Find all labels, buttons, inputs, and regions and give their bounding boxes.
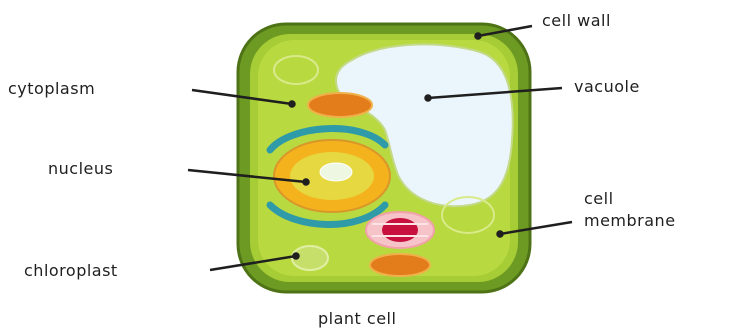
pointer-dot bbox=[476, 34, 481, 39]
pointer-dot bbox=[290, 102, 295, 107]
label-cell-membrane-line2: membrane bbox=[584, 212, 676, 230]
nucleolus bbox=[320, 163, 352, 181]
pointer-dot bbox=[294, 254, 299, 259]
pointer-dot bbox=[304, 180, 309, 185]
label-cell-membrane-line1: cell bbox=[584, 190, 614, 208]
label-cell-wall: cell wall bbox=[542, 12, 611, 30]
label-chloroplast: chloroplast bbox=[24, 262, 118, 280]
label-cytoplasm: cytoplasm bbox=[8, 80, 95, 98]
mitochondrion bbox=[370, 254, 430, 276]
diagram-caption: plant cell bbox=[318, 310, 396, 328]
label-nucleus: nucleus bbox=[48, 160, 113, 178]
pointer-dot bbox=[498, 232, 503, 237]
mitochondrion bbox=[308, 93, 372, 117]
pointer-dot bbox=[426, 96, 431, 101]
label-vacuole: vacuole bbox=[574, 78, 640, 96]
golgi-apparatus-core bbox=[382, 218, 418, 242]
